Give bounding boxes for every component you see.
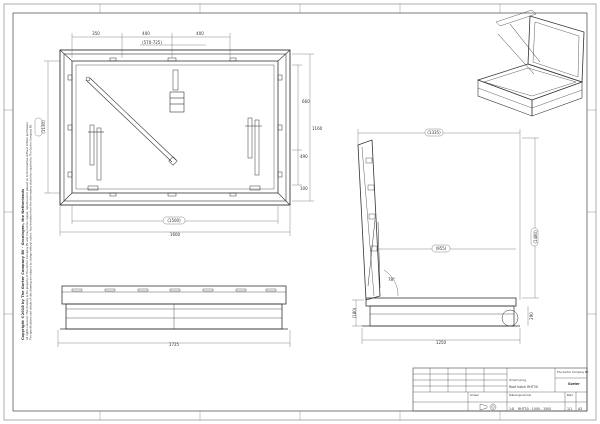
dim-overall-width: 1600 [170,232,181,237]
dim-100: 100 [300,186,308,191]
dim-inner-width: (1500) [167,218,181,223]
dim-side-bottom: 1250 [436,340,447,345]
dim-400-left: 400 [142,31,150,36]
border-zone-ticks [4,4,596,420]
dim-side-opening: (955) [436,246,447,251]
paper-format: A3 [578,407,582,411]
side-view-dimension-labels: (1335) (955) (1480) 1250 (180) 290 78° [352,130,538,345]
dim-side-height: (1480) [533,230,538,244]
dim-side-right-low: 290 [529,312,534,320]
dim-1160: 1160 [312,126,323,131]
scale-value: 1:8 [509,407,514,411]
dim-left-vertical: (1130) [41,120,46,134]
dim-side-top: (1335) [427,130,441,135]
top-view-dimensions [34,33,314,236]
drawing-number-value: RHT30 - 1000 - 1500 [518,407,551,411]
copyright-line-1: Copyright ©2018 by The Gorter Company BV… [21,189,25,340]
dim-angle: 78° [388,277,395,282]
drawing-number-label: Tekeningnummer [509,393,532,397]
title-block [412,367,588,412]
dim-660: 660 [302,99,310,104]
dim-490: 490 [300,154,308,159]
dim-side-base: (180) [352,307,357,318]
dim-350: 350 [92,31,100,36]
copyright-line-2: All rights reserved. This drawing is the… [25,121,29,340]
copyright-text: Copyright ©2018 by The Gorter Company BV… [21,121,33,340]
dim-center-range: (570-725) [142,40,162,45]
sheet-label: Blad [567,393,573,397]
copyright-line-3: The specifications and details of this d… [29,124,33,340]
dim-400-right: 400 [196,31,204,36]
front-view [60,285,288,330]
front-view-dimensions [57,330,291,347]
top-view [59,49,291,206]
dim-front-width: 1725 [169,342,180,347]
company-logo: Gorter [568,382,580,386]
top-view-dimension-labels: 350 400 400 (570-725) 660 1160 490 100 (… [41,31,323,237]
description-value: Roof hatch RHT30 [509,385,538,389]
sheet-value: 1/1 [567,407,572,411]
scale-label: Schaal [470,393,479,397]
company-name: The Gorter Company BV [557,370,589,374]
side-view [357,139,520,327]
sheet-outer-border [3,3,597,421]
description-label: Omschrijving [509,378,526,382]
title-block-text: The Gorter Company BV Gorter Omschrijvin… [470,370,589,411]
isometric-view [476,9,585,117]
side-view-dimensions [352,128,539,344]
